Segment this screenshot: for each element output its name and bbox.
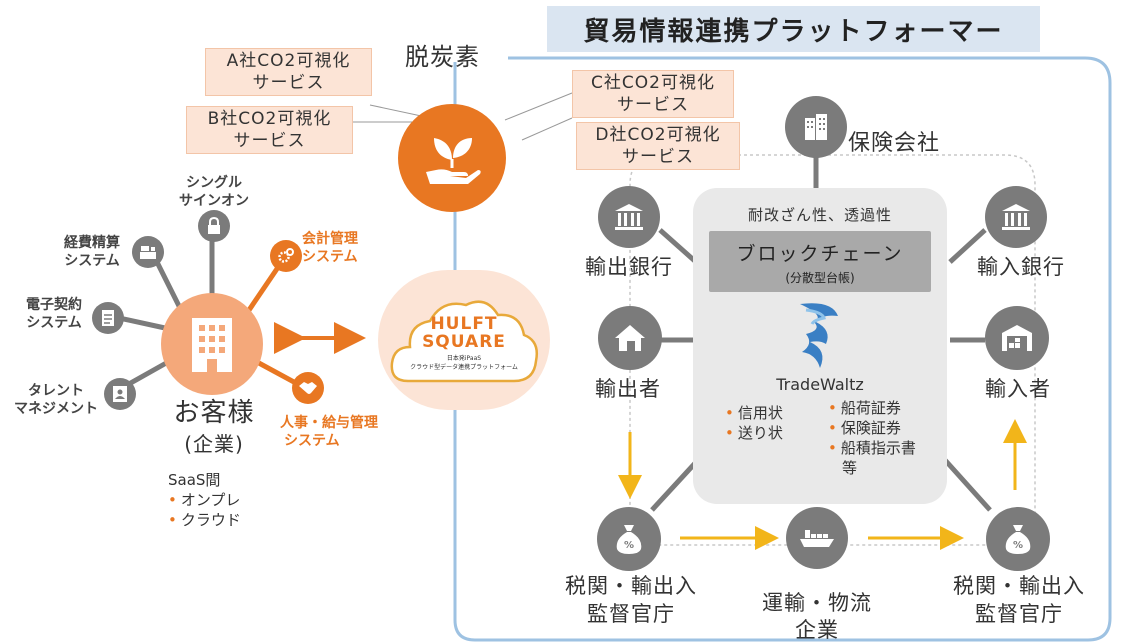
ledger-label: (分散型台帳) (785, 271, 855, 285)
svg-text:%: % (624, 540, 634, 551)
doc-item: •船荷証券 (828, 399, 901, 417)
warehouse-icon (985, 306, 1049, 370)
hr-label: 人事・給与管理システム (280, 415, 378, 449)
document-icon (92, 302, 124, 334)
blockchain-label: ブロックチェーン (736, 243, 904, 265)
doc-item: •船積指示書 (828, 439, 916, 457)
logistics-label: 運輸・物流企業 (762, 591, 872, 642)
co2-service-d: D社CO2可視化サービス (576, 122, 740, 170)
brand-label: TradeWaltz (776, 375, 864, 394)
customs-right-label: 税関・輸出入監督官庁 (953, 574, 1085, 626)
importer-label: 輸入者 (985, 377, 1051, 401)
doc-item: •送り状 (725, 424, 783, 442)
doc-item: •信用状 (725, 404, 783, 422)
bank-icon (985, 186, 1047, 248)
saas-item: •クラウド (168, 511, 241, 529)
dotted-ring (629, 154, 1036, 546)
co2-service-a: A社CO2可視化サービス (205, 48, 372, 96)
docs-right: •船荷証券 •保険証券 •船積指示書 等 (828, 398, 916, 478)
cloud-icon (390, 300, 538, 383)
hulft-logo-line2: SQUARE (422, 332, 506, 352)
gear-icon (270, 240, 302, 272)
saas-item: •オンプレ (168, 491, 241, 509)
house-icon (598, 306, 662, 370)
insurance-label: 保険会社 (848, 131, 941, 156)
hulft-square-panel: HULFT SQUARE 日本発iPaaS クラウド型データ連携プラットフォーム (378, 270, 550, 410)
exporter-label: 輸出者 (595, 377, 661, 401)
tradewaltz-logo (800, 303, 838, 368)
page-title: 貿易情報連携プラットフォーマー (547, 6, 1040, 52)
customer-label: お客様 (173, 398, 255, 428)
handshake-icon (292, 372, 324, 404)
hulft-logo-line1: HULFT (430, 314, 498, 334)
talent-label: タレントマネジメント (14, 383, 98, 417)
customs-left-label: 税関・輸出入監督官庁 (565, 574, 697, 626)
expense-label: 経費精算システム (64, 235, 120, 269)
lock-icon (198, 210, 230, 242)
saas-list: SaaS間 •オンプレ •クラウド (168, 470, 241, 530)
export-bank-label: 輸出銀行 (585, 255, 673, 279)
register-icon (132, 236, 164, 268)
hulft-sub2: クラウド型データ連携プラットフォーム (410, 364, 518, 371)
hulft-sub1: 日本発iPaaS (446, 355, 482, 362)
platform-frame (453, 56, 1112, 642)
docs-left: •信用状 •送り状 (725, 403, 783, 443)
contract-label: 電子契約システム (26, 297, 82, 331)
svg-text:%: % (1013, 540, 1023, 551)
co2-service-b: B社CO2可視化サービス (186, 106, 353, 154)
import-bank-label: 輸入銀行 (977, 255, 1065, 279)
blockchain-box: ブロックチェーン (分散型台帳) (709, 231, 931, 292)
plant-hand-icon (398, 104, 506, 212)
doc-item: •保険証券 (828, 419, 901, 437)
money-bag-icon: % (597, 507, 661, 571)
office-building-icon (785, 96, 847, 158)
saas-heading: SaaS間 (168, 471, 221, 489)
customer-sublabel: (企業) (184, 432, 244, 456)
doc-item: 等 (842, 459, 858, 477)
sso-label: シングルサインオン (179, 175, 249, 209)
accounting-label: 会計管理システム (302, 231, 358, 265)
co2-service-c: C社CO2可視化サービス (572, 70, 734, 118)
person-card-icon (104, 378, 136, 410)
money-bag-icon: % (986, 507, 1050, 571)
ship-icon (786, 507, 848, 569)
tamper-label: 耐改ざん性、透過性 (747, 206, 892, 224)
decarbonization-label: 脱炭素 (405, 43, 480, 71)
bank-icon (598, 186, 660, 248)
building-icon (161, 293, 263, 395)
